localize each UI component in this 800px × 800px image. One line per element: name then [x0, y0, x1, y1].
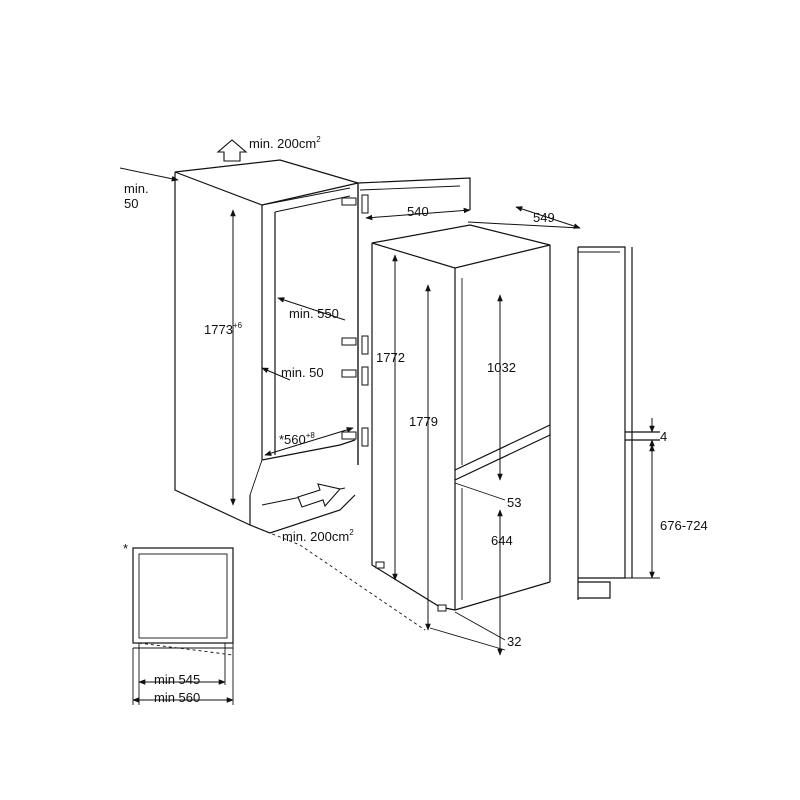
range-label: 676-724	[660, 518, 708, 533]
niche-width-label: *560+8	[279, 431, 315, 447]
niche-depth-label: min. 550	[289, 306, 339, 321]
door-panel	[357, 177, 471, 465]
appliance-dimension-lines	[392, 206, 581, 656]
vent-top-arrow	[216, 139, 248, 162]
plan-view	[132, 547, 234, 705]
side-view	[577, 246, 660, 600]
vent-top-label: min. 200cm2	[249, 135, 321, 151]
body-height-label: 1772	[376, 350, 405, 365]
rear-gap-label: min. 50	[281, 365, 324, 380]
fridge-door-height-label: 1032	[487, 360, 516, 375]
door-depth-label: 540	[407, 204, 429, 219]
plan-min-inner-label: min 545	[154, 672, 200, 687]
bottom-offset-label: 32	[507, 634, 521, 649]
hinges	[341, 194, 369, 447]
freezer-door-height-label: 644	[491, 533, 513, 548]
side-gap-label-1: min.	[124, 181, 149, 196]
top-gap-label: 4	[660, 429, 667, 444]
vent-bottom-arrow	[297, 483, 342, 508]
plan-asterisk: *	[123, 541, 128, 556]
side-gap-label-2: 50	[124, 196, 138, 211]
total-height-label: 1779	[409, 414, 438, 429]
vent-bottom-label: min. 200cm2	[282, 528, 354, 544]
niche-height-label: 1773+6	[204, 321, 243, 337]
plan-min-outer-label: min 560	[154, 690, 200, 705]
total-depth-label: 549	[533, 210, 555, 225]
appliance-body	[371, 224, 551, 612]
niche-cabinet	[119, 159, 426, 631]
door-gap-label: 53	[507, 495, 521, 510]
